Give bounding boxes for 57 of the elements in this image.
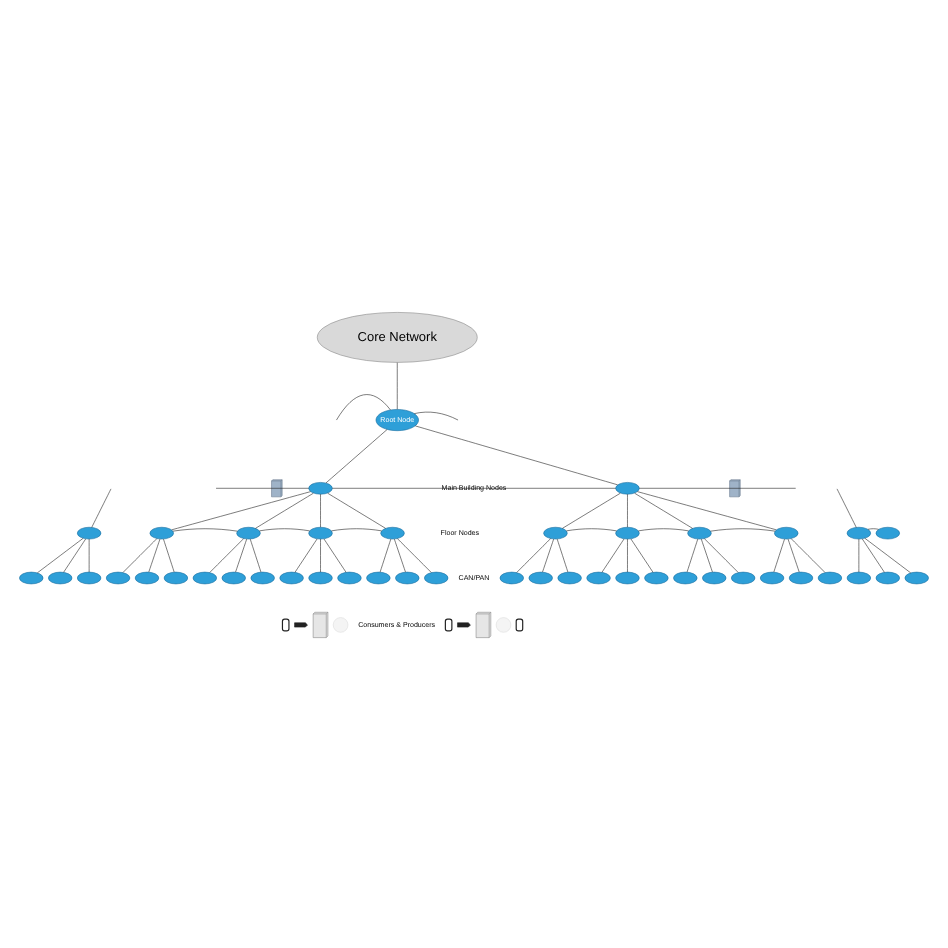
node-phone (281, 617, 290, 631)
connector (627, 537, 628, 572)
connector (320, 537, 321, 572)
node-router (731, 570, 756, 584)
node-router (875, 525, 900, 539)
node-router (788, 570, 814, 584)
node-router (615, 570, 640, 584)
node-camera (294, 621, 308, 627)
node-router (192, 570, 217, 584)
node-router (687, 525, 712, 539)
node-router (250, 570, 275, 584)
connector (639, 487, 796, 488)
node-router (528, 570, 553, 584)
node-router (644, 570, 669, 584)
node-sensor (495, 616, 512, 632)
connector (627, 492, 628, 527)
node-router (77, 525, 102, 539)
node-router (846, 570, 871, 584)
node-router (760, 570, 785, 584)
node-router (221, 570, 246, 584)
node-router (105, 570, 131, 584)
node-router (279, 570, 304, 584)
node-router (904, 570, 929, 584)
node-router (615, 481, 640, 494)
node-router (380, 525, 405, 539)
node-router (149, 525, 174, 539)
node-router (424, 570, 449, 584)
node-router (48, 570, 73, 584)
node-router (19, 570, 44, 584)
node-sensor (332, 616, 349, 632)
node-phone (444, 617, 453, 631)
node-router (395, 570, 420, 584)
connector (325, 428, 388, 483)
node-router (308, 570, 333, 584)
connector (320, 492, 321, 527)
node-router (366, 570, 391, 584)
node-router (543, 525, 568, 539)
node-router (236, 525, 261, 539)
node-router (134, 570, 160, 584)
node-router (817, 570, 843, 584)
node-router (499, 570, 524, 584)
node-router (702, 570, 727, 584)
node-router (875, 570, 900, 584)
node-router (846, 525, 871, 539)
node-router (557, 570, 582, 584)
node-router (163, 570, 188, 584)
node-router (774, 525, 799, 539)
node-router (673, 570, 698, 584)
node-phone (515, 617, 524, 631)
node-router (586, 570, 611, 584)
node-router (308, 481, 333, 494)
node-router (337, 570, 362, 584)
node-camera (457, 621, 471, 627)
node-router (308, 525, 333, 539)
node-router (77, 570, 102, 584)
node-router (615, 525, 640, 539)
connector (215, 487, 309, 488)
